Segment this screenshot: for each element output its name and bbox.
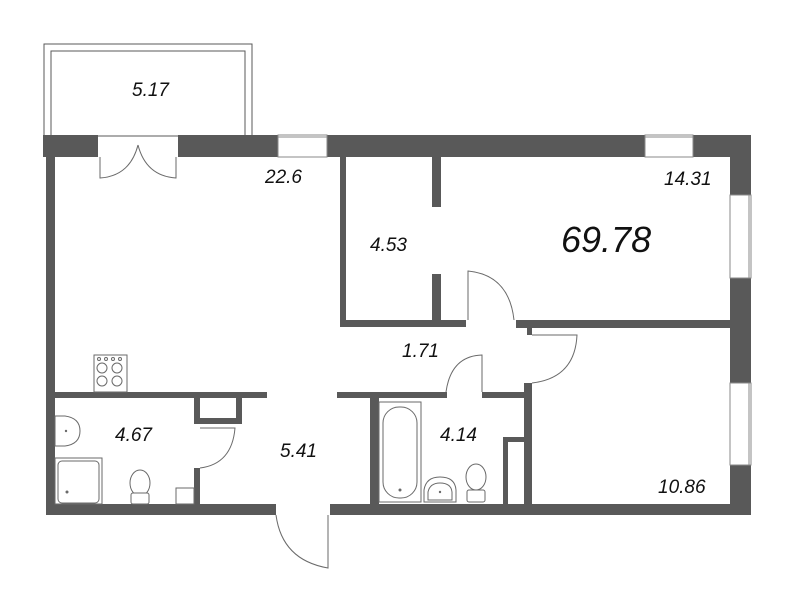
stove-icon: [93, 354, 128, 393]
balcony-outline: [43, 43, 253, 137]
windows: [277, 134, 752, 466]
sink-icon: [423, 476, 457, 503]
sink-icon: [54, 415, 81, 447]
bathroom-2-fixtures: [378, 401, 487, 503]
balcony-door: [99, 144, 177, 179]
exterior-walls: [43, 135, 751, 515]
area-label-bathroom-2: 4.14: [440, 425, 477, 446]
total-area-label: 69.78: [561, 219, 652, 260]
bathroom-1-fixtures: [54, 415, 195, 505]
toilet-icon: [129, 469, 151, 505]
interior-walls: [55, 157, 730, 515]
area-label-bedroom-1: 14.31: [664, 169, 712, 190]
area-label-storage: 4.53: [370, 235, 407, 256]
area-label-balcony: 5.17: [132, 80, 169, 101]
interior-doors: [199, 270, 578, 569]
area-label-bedroom-2: 10.86: [658, 477, 706, 498]
area-label-corridor: 1.71: [402, 341, 439, 362]
area-label-bathroom-1: 4.67: [115, 425, 152, 446]
toilet-icon: [465, 463, 487, 503]
area-label-kitchen-living: 22.6: [265, 167, 302, 188]
area-label-hallway: 5.41: [280, 441, 317, 462]
